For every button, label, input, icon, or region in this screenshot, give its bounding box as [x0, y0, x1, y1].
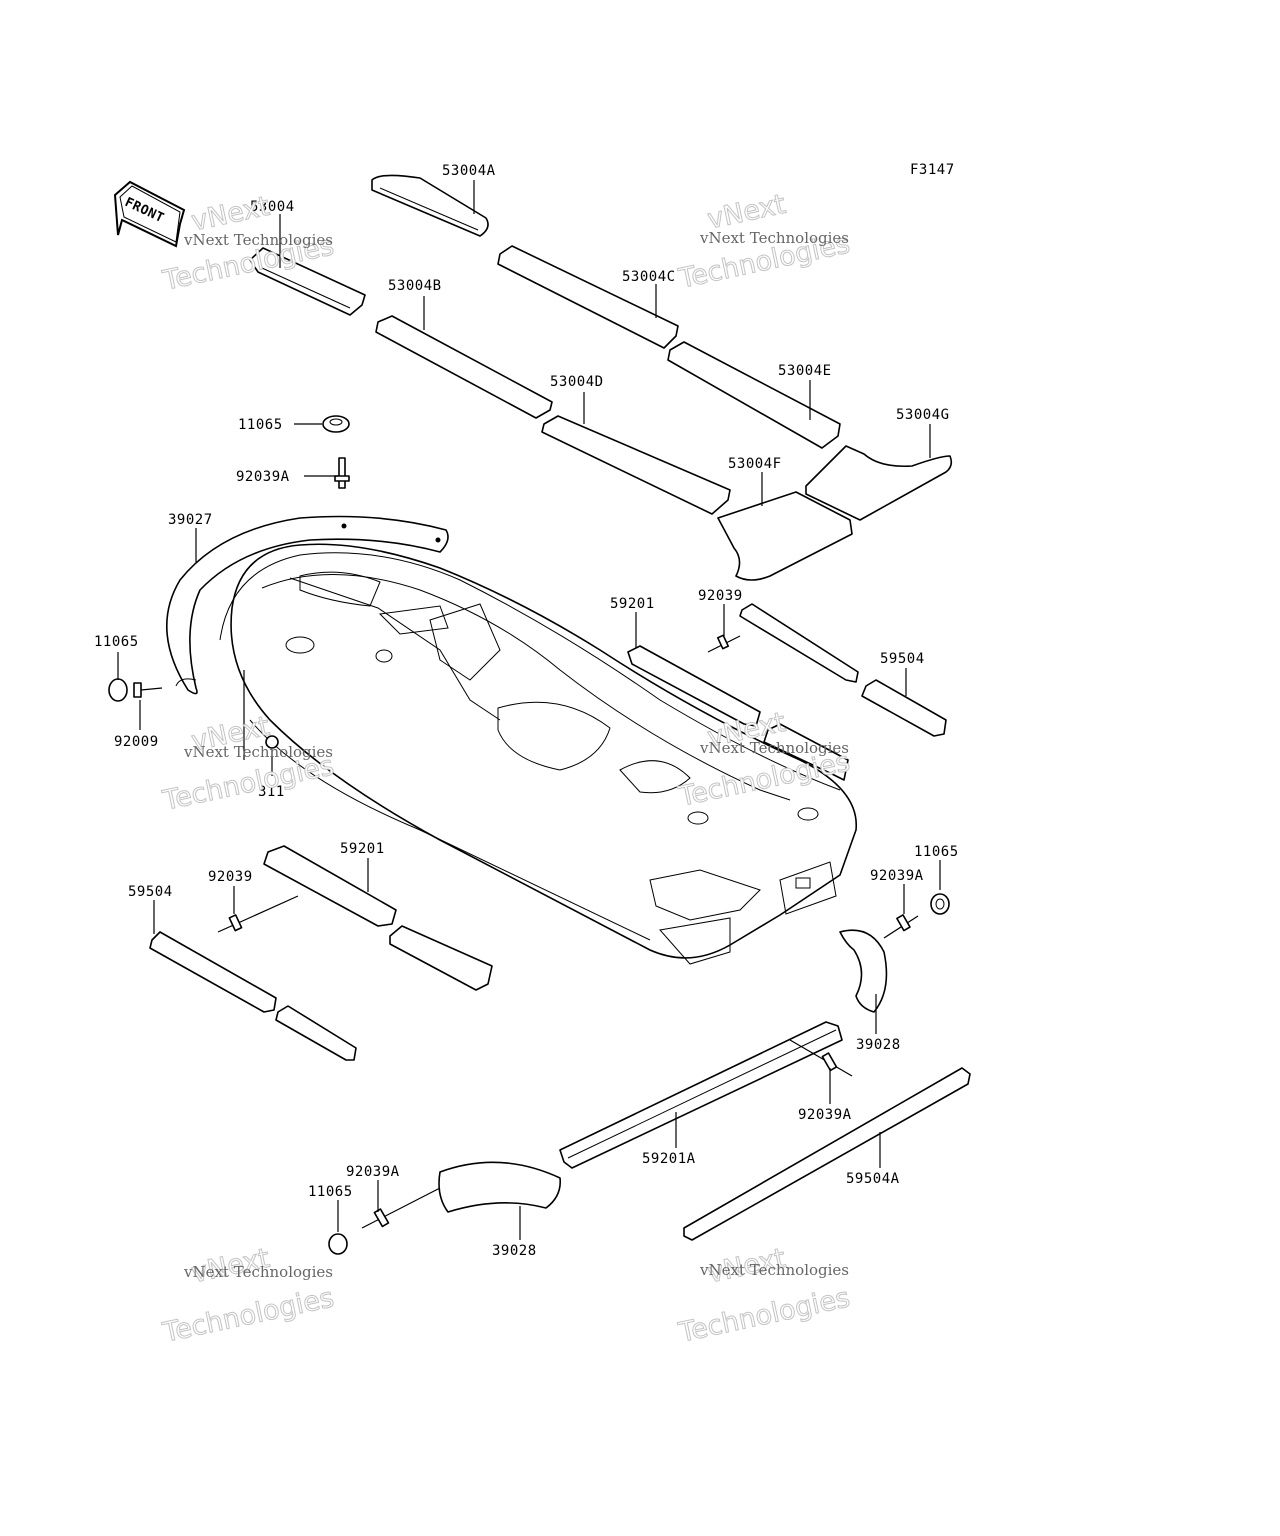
callout-label: 92039	[698, 588, 743, 604]
cap-11065-left	[108, 678, 128, 702]
cap-11065-top	[322, 415, 350, 433]
rail-59201-left	[263, 845, 397, 927]
screw-92009	[133, 682, 163, 698]
figure-code: F3147	[910, 162, 955, 178]
callout-label: 53004E	[778, 363, 832, 379]
pin-92039-right	[707, 634, 741, 653]
mat-53004f	[717, 491, 853, 581]
hull-body	[219, 543, 857, 965]
mat-53004a	[371, 174, 489, 237]
front-arrow-icon: FRONT	[113, 180, 186, 248]
callout-label: 59201	[340, 841, 385, 857]
cap-11065-right	[930, 893, 950, 915]
callout-label: 311	[258, 784, 285, 800]
pin-92039a-lower	[361, 1187, 441, 1229]
callout-label: 59504	[880, 651, 925, 667]
svg-text:Technologies: Technologies	[675, 1282, 852, 1349]
pin-92039a-mid	[789, 1039, 853, 1077]
pin-92039a-right	[883, 914, 919, 939]
mat-53004c	[497, 245, 679, 349]
callout-label: 53004C	[622, 269, 676, 285]
rail-59201-right-lower	[763, 723, 849, 781]
callout-label: 92039	[208, 869, 253, 885]
callout-label: 39027	[168, 512, 213, 528]
rail-59504-right	[739, 603, 859, 683]
callout-label: 39028	[856, 1037, 901, 1053]
callout-label: 53004D	[550, 374, 604, 390]
callout-label: 11065	[94, 634, 139, 650]
callout-label: 39028	[492, 1243, 537, 1259]
rail-59201-right	[627, 645, 761, 727]
svg-text:vNext Technologies: vNext Technologies	[183, 231, 333, 249]
callout-label: 11065	[914, 844, 959, 860]
svg-text:vNext Technologies: vNext Technologies	[699, 739, 849, 757]
rail-59201-left-lower	[389, 925, 493, 991]
callout-label: 92039A	[346, 1164, 400, 1180]
bumper-39027	[166, 515, 449, 695]
callout-label: 53004B	[388, 278, 442, 294]
mat-53004d	[541, 415, 731, 515]
mat-53004e	[667, 341, 841, 449]
pin-92039a-top	[334, 457, 350, 489]
svg-text:vNext Technologies: vNext Technologies	[699, 1261, 849, 1279]
rail-59504-left	[149, 931, 277, 1013]
bumper-39028-right	[839, 929, 888, 1013]
callout-label: 92039A	[236, 469, 290, 485]
callout-label: 53004F	[728, 456, 782, 472]
leader-lines	[117, 180, 941, 1240]
callout-label: 92039A	[798, 1107, 852, 1123]
callout-label: 59201	[610, 596, 655, 612]
mat-53004	[249, 247, 366, 316]
rail-59504-right-lower	[861, 679, 947, 737]
callout-label: 53004A	[442, 163, 496, 179]
svg-text:vNext Technologies: vNext Technologies	[183, 1263, 333, 1281]
mat-53004b	[375, 315, 553, 419]
svg-text:Technologies: Technologies	[159, 1282, 336, 1349]
callout-label: 59504	[128, 884, 173, 900]
clip-311	[265, 735, 279, 749]
svg-text:vNext Technologies: vNext Technologies	[699, 229, 849, 247]
pin-92039-left	[217, 895, 299, 933]
mat-53004g	[805, 445, 953, 521]
rail-59504a	[683, 1067, 971, 1241]
callout-label: 53004G	[896, 407, 950, 423]
rail-59504-left-lower	[275, 1005, 357, 1061]
callout-label: 59201A	[642, 1151, 696, 1167]
callout-label: 53004	[250, 199, 295, 215]
svg-text:vNext Technologies: vNext Technologies	[183, 743, 333, 761]
cap-11065-lower	[328, 1233, 348, 1255]
callout-labels: 53004A 53004 53004B 53004C 53004E 53004D…	[94, 163, 959, 1259]
callout-label: 59504A	[846, 1171, 900, 1187]
callout-label: 11065	[308, 1184, 353, 1200]
bumper-39028-lower	[438, 1161, 562, 1213]
callout-label: 11065	[238, 417, 283, 433]
rail-59201a	[559, 1021, 843, 1169]
callout-label: 92039A	[870, 868, 924, 884]
callout-label: 92009	[114, 734, 159, 750]
